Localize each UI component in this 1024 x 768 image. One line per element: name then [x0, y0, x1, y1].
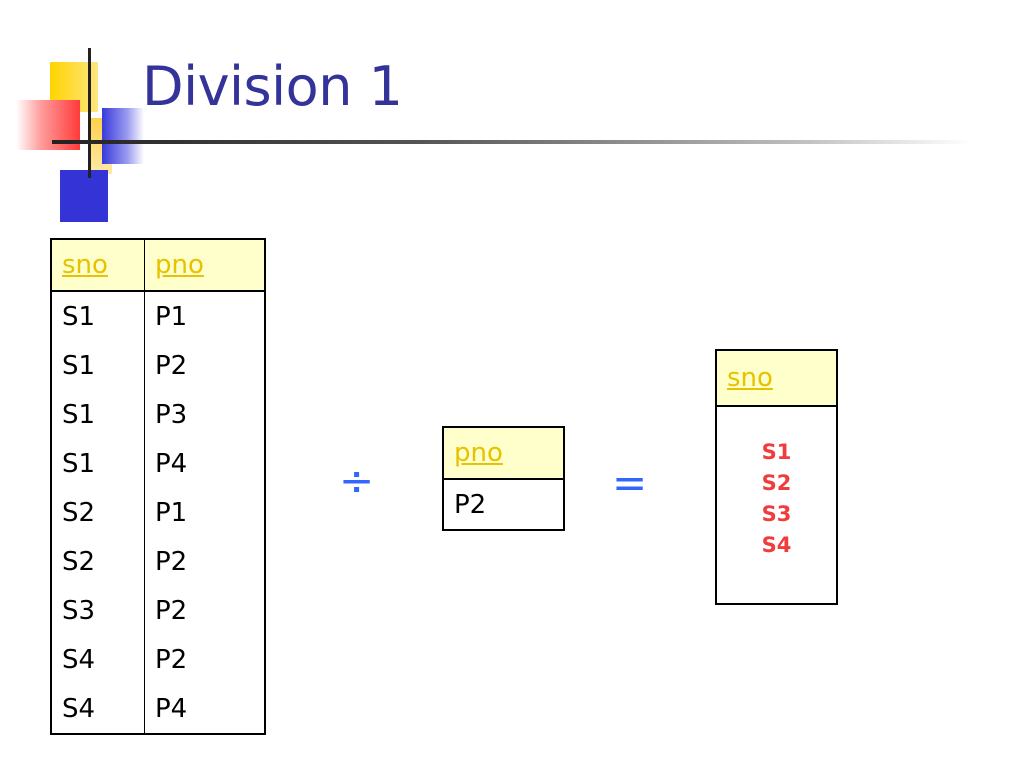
table-row: P2: [443, 479, 564, 530]
cell-sno: S3: [51, 586, 145, 635]
result-table: sno S1 S2 S3 S4: [715, 349, 838, 605]
table-row: S2 P2: [51, 537, 265, 586]
table-row: S1 P4: [51, 439, 265, 488]
cell-sno: S1: [51, 291, 145, 341]
slide-title: Division 1: [142, 55, 403, 118]
cell-pno: P3: [155, 399, 188, 430]
cell-pno: P2: [155, 595, 188, 626]
decor-blue-gradient-square: [102, 108, 144, 164]
cell-sno: S1: [51, 390, 145, 439]
cell-sno: S4: [51, 635, 145, 684]
cell-pno: P4: [155, 448, 188, 479]
cell-sno: S4: [51, 684, 145, 734]
table-header-row: pno: [443, 427, 564, 480]
cell-sno: S1: [51, 341, 145, 390]
cell-pno: P1: [155, 497, 188, 528]
cell-sno: S2: [51, 488, 145, 537]
cell-pno: P2: [454, 489, 487, 520]
dividend-table: sno pno S1 P1 S1 P2 S1 P3 S1 P4 S2: [50, 238, 266, 735]
result-values: S1 S2 S3 S4: [717, 437, 836, 561]
cell-sno: S1: [51, 439, 145, 488]
column-header-sno: sno: [717, 351, 836, 407]
table-row: S4 P4: [51, 684, 265, 734]
table-row: S2 P1: [51, 488, 265, 537]
cell-pno: P2: [155, 546, 188, 577]
table-row: S1 P2: [51, 341, 265, 390]
result-value: S3: [761, 502, 792, 526]
table-row: S3 P2: [51, 586, 265, 635]
decor-vertical-line: [88, 48, 91, 178]
column-header-pno: pno: [443, 427, 564, 480]
column-header-sno: sno: [51, 239, 145, 292]
title-underline: [52, 140, 972, 144]
cell-pno: P2: [155, 350, 188, 381]
table-header-row: sno pno: [51, 239, 265, 292]
column-header-pno: pno: [144, 239, 265, 292]
table-row: S4 P2: [51, 635, 265, 684]
divisor-table: pno P2: [442, 426, 565, 531]
equals-operator: =: [612, 458, 648, 507]
result-value: S1: [761, 440, 792, 464]
division-operator: ÷: [339, 456, 375, 505]
cell-sno: S2: [51, 537, 145, 586]
result-value: S2: [761, 471, 792, 495]
cell-pno: P2: [155, 644, 188, 675]
decor-blue-square: [60, 170, 108, 222]
cell-pno: P1: [155, 301, 188, 332]
cell-pno: P4: [155, 693, 188, 724]
result-value: S4: [761, 533, 792, 557]
table-row: S1 P3: [51, 390, 265, 439]
table-row: S1 P1: [51, 291, 265, 341]
